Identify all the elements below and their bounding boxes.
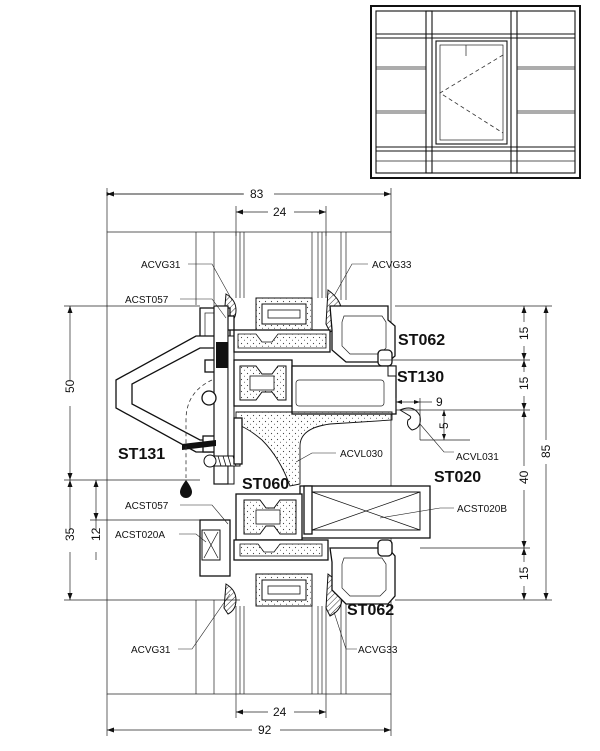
dim-label-83: 83 bbox=[250, 187, 264, 201]
label-acvg33-top: ACVG33 bbox=[372, 260, 412, 271]
callout-acvg33-bottom: ACVG33 bbox=[333, 611, 398, 656]
callout-acvg33-top: ACVG33 bbox=[333, 260, 412, 297]
dim-label-15-top: 15 bbox=[517, 326, 531, 340]
dim-label-15-bottom: 15 bbox=[517, 566, 531, 580]
dimension-right-stack: 15 15 40 15 85 9 5 bbox=[380, 305, 553, 601]
wall-lines bbox=[106, 231, 392, 695]
callout-acst057-top: ACST057 bbox=[125, 295, 227, 319]
callout-acst020b: ACST020B bbox=[379, 504, 507, 519]
label-acvg33-bottom: ACVG33 bbox=[358, 645, 398, 656]
dim-label-15-mid: 15 bbox=[517, 376, 531, 390]
profile-central-transom bbox=[115, 305, 431, 539]
dimension-left-50: 50 bbox=[63, 305, 200, 481]
dim-label-85: 85 bbox=[539, 444, 553, 458]
label-acst020a: ACST020A bbox=[115, 530, 165, 541]
dimension-overall-top: 83 bbox=[106, 187, 392, 232]
label-st020: ST020 bbox=[434, 469, 481, 486]
callout-acvg31-bottom: ACVG31 bbox=[131, 593, 231, 656]
label-st131: ST131 bbox=[118, 446, 165, 463]
profile-lower-sash bbox=[199, 493, 396, 617]
dim-label-5: 5 bbox=[437, 422, 451, 429]
label-acst057-bottom: ACST057 bbox=[125, 501, 169, 512]
dim-label-40: 40 bbox=[517, 470, 531, 484]
label-acvl030: ACVL030 bbox=[340, 449, 383, 460]
label-acvg31-top: ACVG31 bbox=[141, 260, 181, 271]
dim-label-24-top: 24 bbox=[273, 205, 287, 219]
callout-acst057-bottom: ACST057 bbox=[125, 501, 229, 525]
label-st062-bottom: ST062 bbox=[347, 602, 394, 619]
label-st062-top: ST062 bbox=[398, 332, 445, 349]
dim-label-35: 35 bbox=[63, 527, 77, 541]
dimension-overall-bottom: 92 bbox=[106, 694, 392, 737]
dim-label-24-bottom: 24 bbox=[273, 705, 287, 719]
dim-label-9: 9 bbox=[436, 395, 443, 409]
label-acvg31-bottom: ACVG31 bbox=[131, 645, 171, 656]
label-st130: ST130 bbox=[397, 369, 444, 386]
dim-label-12: 12 bbox=[89, 527, 103, 541]
dimension-glass-bottom: 24 bbox=[235, 694, 327, 719]
screw-icon bbox=[203, 454, 241, 468]
glass-unit-bottom bbox=[235, 606, 327, 694]
label-acst057-top: ACST057 bbox=[125, 295, 169, 306]
dim-label-92: 92 bbox=[258, 723, 272, 737]
callout-acvl031: ACVL031 bbox=[419, 423, 499, 463]
label-acvl031: ACVL031 bbox=[456, 452, 499, 463]
callout-acvg31-top: ACVG31 bbox=[141, 260, 233, 301]
glass-unit-top bbox=[235, 232, 327, 298]
dimension-left-12: 12 bbox=[89, 480, 200, 560]
dimension-glass-top: 24 bbox=[235, 205, 327, 236]
callout-acvl030: ACVL030 bbox=[295, 449, 383, 463]
label-acst020b: ACST020B bbox=[457, 504, 507, 515]
label-st060: ST060 bbox=[242, 476, 289, 493]
dimension-left-35: 35 bbox=[63, 480, 240, 601]
dim-label-50: 50 bbox=[63, 379, 77, 393]
window-elevation-thumbnail bbox=[370, 5, 581, 179]
callout-acst020a: ACST020A bbox=[115, 530, 207, 543]
